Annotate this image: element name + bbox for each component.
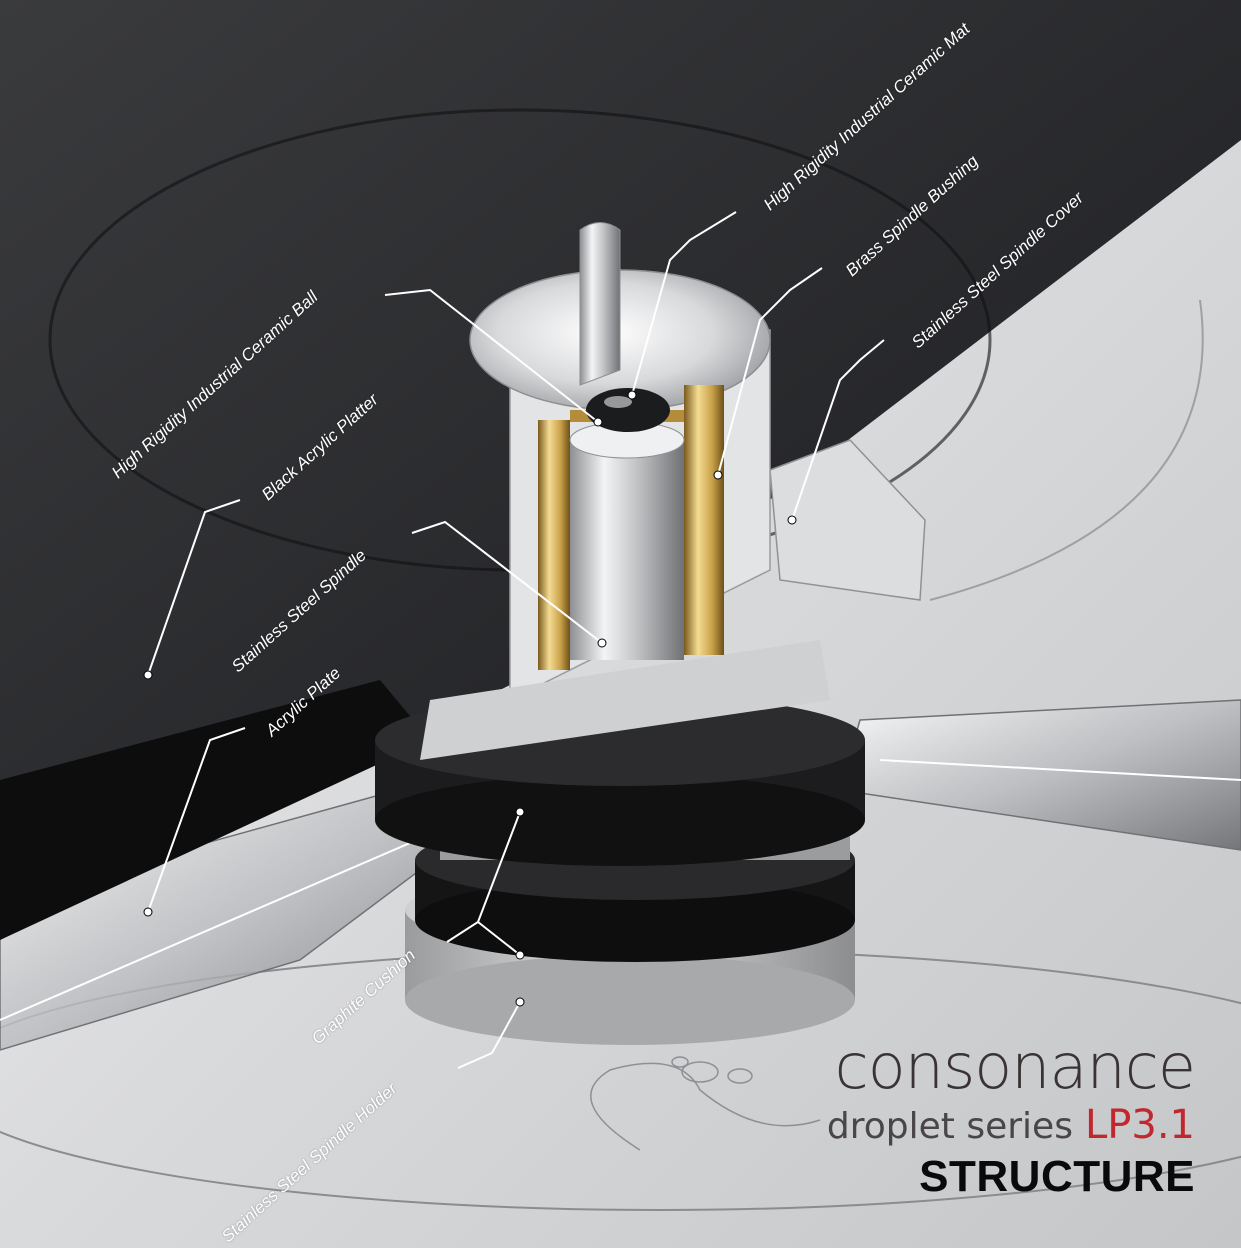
- leader-spindle-holder: [457, 1001, 521, 1069]
- dot-acrylic-platter: [143, 670, 153, 680]
- dot-spindle: [597, 638, 607, 648]
- dot-ceramic-ball: [593, 417, 603, 427]
- graphite-cushion-group: [375, 694, 865, 962]
- structure-heading: STRUCTURE: [919, 1152, 1195, 1201]
- leader-spindle: [411, 520, 603, 644]
- leader-acrylic-plate: [147, 727, 246, 913]
- brand-series: droplet series: [826, 1106, 1073, 1147]
- spindle-cover-wedge: [769, 439, 926, 601]
- leader-brass-bushing: [717, 267, 823, 476]
- brand-model: LP3.1: [1084, 1102, 1195, 1148]
- steel-spindle: [569, 222, 685, 660]
- dot-acrylic-plate: [143, 907, 153, 917]
- ceramic-ball: [586, 388, 670, 432]
- dot-ceramic-mat: [627, 390, 637, 400]
- base-arc-right: [929, 299, 1204, 601]
- dot-brass-bushing: [713, 470, 723, 480]
- leader-spindle-cover: [791, 339, 885, 521]
- brand-series-line: droplet series LP3.1: [827, 1102, 1195, 1148]
- platter-edge: [0, 680, 430, 940]
- leader-graphite-b: [477, 921, 521, 956]
- acrylic-plate-glass: [0, 699, 1241, 1051]
- dot-graphite-b: [515, 950, 525, 960]
- leader-lines: [147, 211, 885, 1069]
- dot-graphite-a: [515, 807, 525, 817]
- brass-bushing: [538, 385, 724, 670]
- dot-spindle-cover: [787, 515, 797, 525]
- dot-spindle-holder: [515, 997, 525, 1007]
- leader-ceramic-mat: [631, 211, 737, 396]
- droplet-logo-swirl: [590, 1056, 821, 1151]
- leader-ceramic-ball: [384, 288, 599, 423]
- leader-acrylic-platter: [147, 499, 241, 676]
- brand-name: consonance: [834, 1030, 1196, 1103]
- leader-dots: [143, 390, 797, 1007]
